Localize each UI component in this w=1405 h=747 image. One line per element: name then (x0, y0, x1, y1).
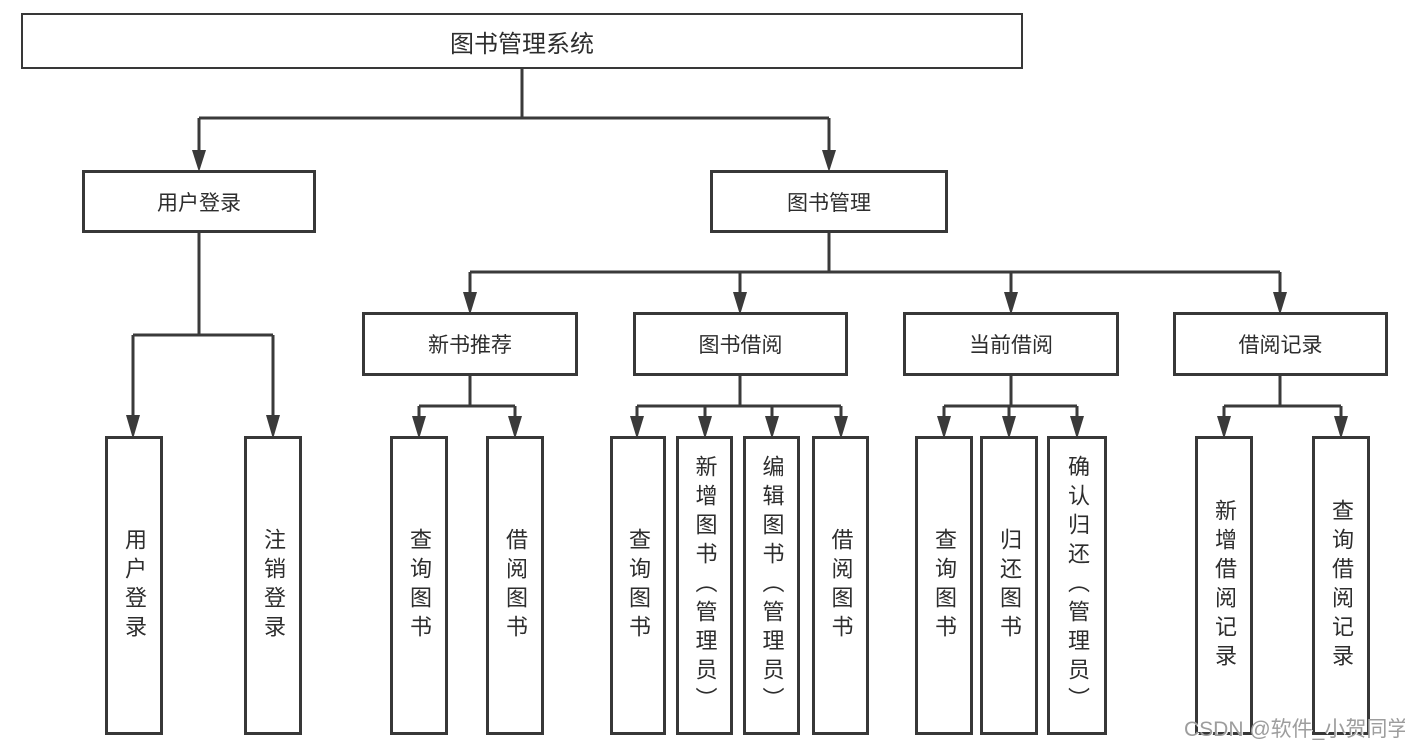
node-label: 查询图书 (407, 527, 432, 644)
leaf-return-book: 归还图书 (980, 436, 1038, 735)
node-current-borrow: 当前借阅 (903, 312, 1119, 376)
connector-book-borrow-children (630, 374, 848, 439)
leaf-edit-book-admin: 编辑图书（管理员） (743, 436, 800, 735)
connector-book-management-to-level3 (463, 231, 1287, 315)
node-user-login: 用户登录 (82, 170, 316, 233)
node-label: 新增借阅记录 (1212, 498, 1237, 673)
node-label: 新书推荐 (428, 334, 512, 357)
leaf-query-books-2: 查询图书 (610, 436, 666, 735)
node-label: 借阅记录 (1238, 334, 1323, 357)
leaf-add-borrow-record: 新增借阅记录 (1195, 436, 1253, 735)
node-new-book-recommend: 新书推荐 (362, 312, 578, 376)
leaf-add-book-admin: 新增图书（管理员） (676, 436, 733, 735)
node-library-management-system: 图书管理系统 (21, 13, 1023, 69)
node-book-borrow: 图书借阅 (633, 312, 848, 376)
node-label: 当前借阅 (969, 334, 1053, 357)
node-label: 确认归还（管理员） (1065, 455, 1090, 716)
node-label: 用户登录 (122, 527, 147, 644)
node-label: 编辑图书（管理员） (759, 455, 785, 716)
connector-new-book-children (412, 374, 522, 439)
leaf-borrow-books-2: 借阅图书 (812, 436, 869, 735)
leaf-logout: 注销登录 (244, 436, 302, 735)
csdn-watermark: CSDN @软件_小贺同学 (1184, 718, 1405, 741)
leaf-borrow-books-1: 借阅图书 (486, 436, 544, 735)
node-label: 查询借阅记录 (1329, 498, 1354, 673)
node-label: 用户登录 (157, 191, 241, 215)
node-label: 图书管理 (787, 191, 871, 215)
connector-user-login-children (126, 231, 280, 439)
node-label: 归还图书 (997, 527, 1022, 644)
node-label: 图书借阅 (698, 334, 783, 357)
node-label: 查询图书 (626, 527, 651, 644)
node-label: 注销登录 (261, 527, 286, 644)
node-label: 查询图书 (932, 527, 957, 644)
node-label: 新增图书（管理员） (692, 455, 718, 716)
connector-current-borrow-children (937, 374, 1084, 439)
leaf-query-borrow-record: 查询借阅记录 (1312, 436, 1370, 735)
node-borrow-records: 借阅记录 (1173, 312, 1388, 376)
connector-root-to-level2 (192, 67, 836, 172)
leaf-confirm-return-admin: 确认归还（管理员） (1047, 436, 1107, 735)
leaf-user-login: 用户登录 (105, 436, 163, 735)
node-book-management: 图书管理 (710, 170, 948, 233)
leaf-query-books-1: 查询图书 (390, 436, 448, 735)
node-label: 图书管理系统 (450, 30, 594, 58)
connector-borrow-record-children (1217, 374, 1348, 439)
leaf-query-books-3: 查询图书 (915, 436, 973, 735)
node-label: 借阅图书 (828, 527, 854, 644)
node-label: 借阅图书 (503, 527, 528, 644)
